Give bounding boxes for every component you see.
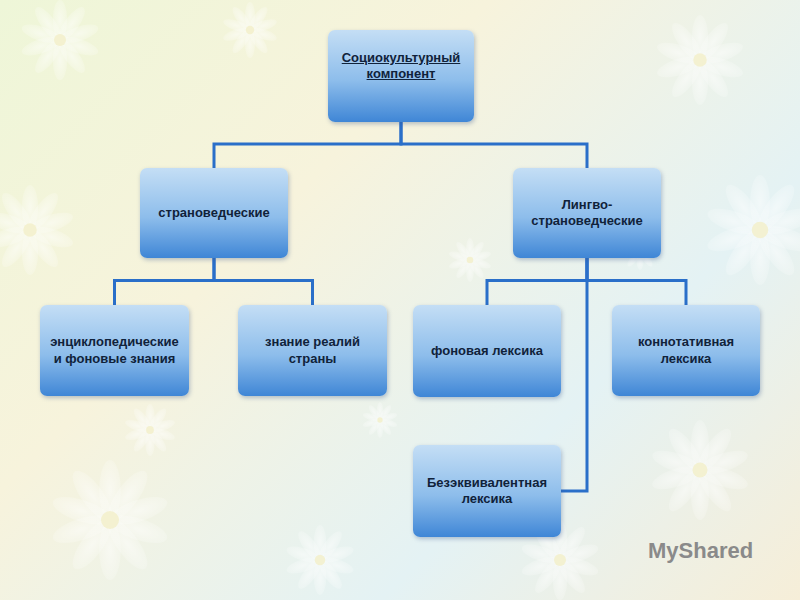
watermark: MyShared: [648, 538, 753, 564]
tree-connector: [115, 258, 215, 305]
concept-box: знание реалий страны: [238, 305, 387, 396]
tree-connector: [487, 258, 587, 305]
concept-box: энциклопедические и фоновые знания: [40, 305, 189, 396]
tree-connector: [401, 122, 587, 168]
concept-box: фоновая лексика: [413, 305, 561, 397]
box-label: коннотативная лексика: [618, 334, 754, 367]
concept-box: страноведческие: [140, 168, 288, 258]
box-label: страноведческие: [158, 205, 269, 221]
box-label: Безэквивалентная лексика: [419, 475, 555, 508]
box-label: Лингво-страноведческие: [519, 197, 655, 230]
box-label: Социокультурный компонент: [334, 50, 468, 83]
concept-box: Лингво-страноведческие: [513, 168, 661, 258]
tree-connector: [214, 122, 401, 168]
tree-connector: [214, 258, 313, 305]
box-label: фоновая лексика: [431, 343, 543, 359]
box-label: знание реалий страны: [244, 334, 381, 367]
tree-connector: [561, 258, 587, 491]
concept-box: Социокультурный компонент: [328, 30, 474, 122]
concept-box: коннотативная лексика: [612, 305, 760, 396]
concept-box: Безэквивалентная лексика: [413, 445, 561, 537]
tree-connector: [587, 258, 686, 305]
box-label: энциклопедические и фоновые знания: [46, 334, 183, 367]
